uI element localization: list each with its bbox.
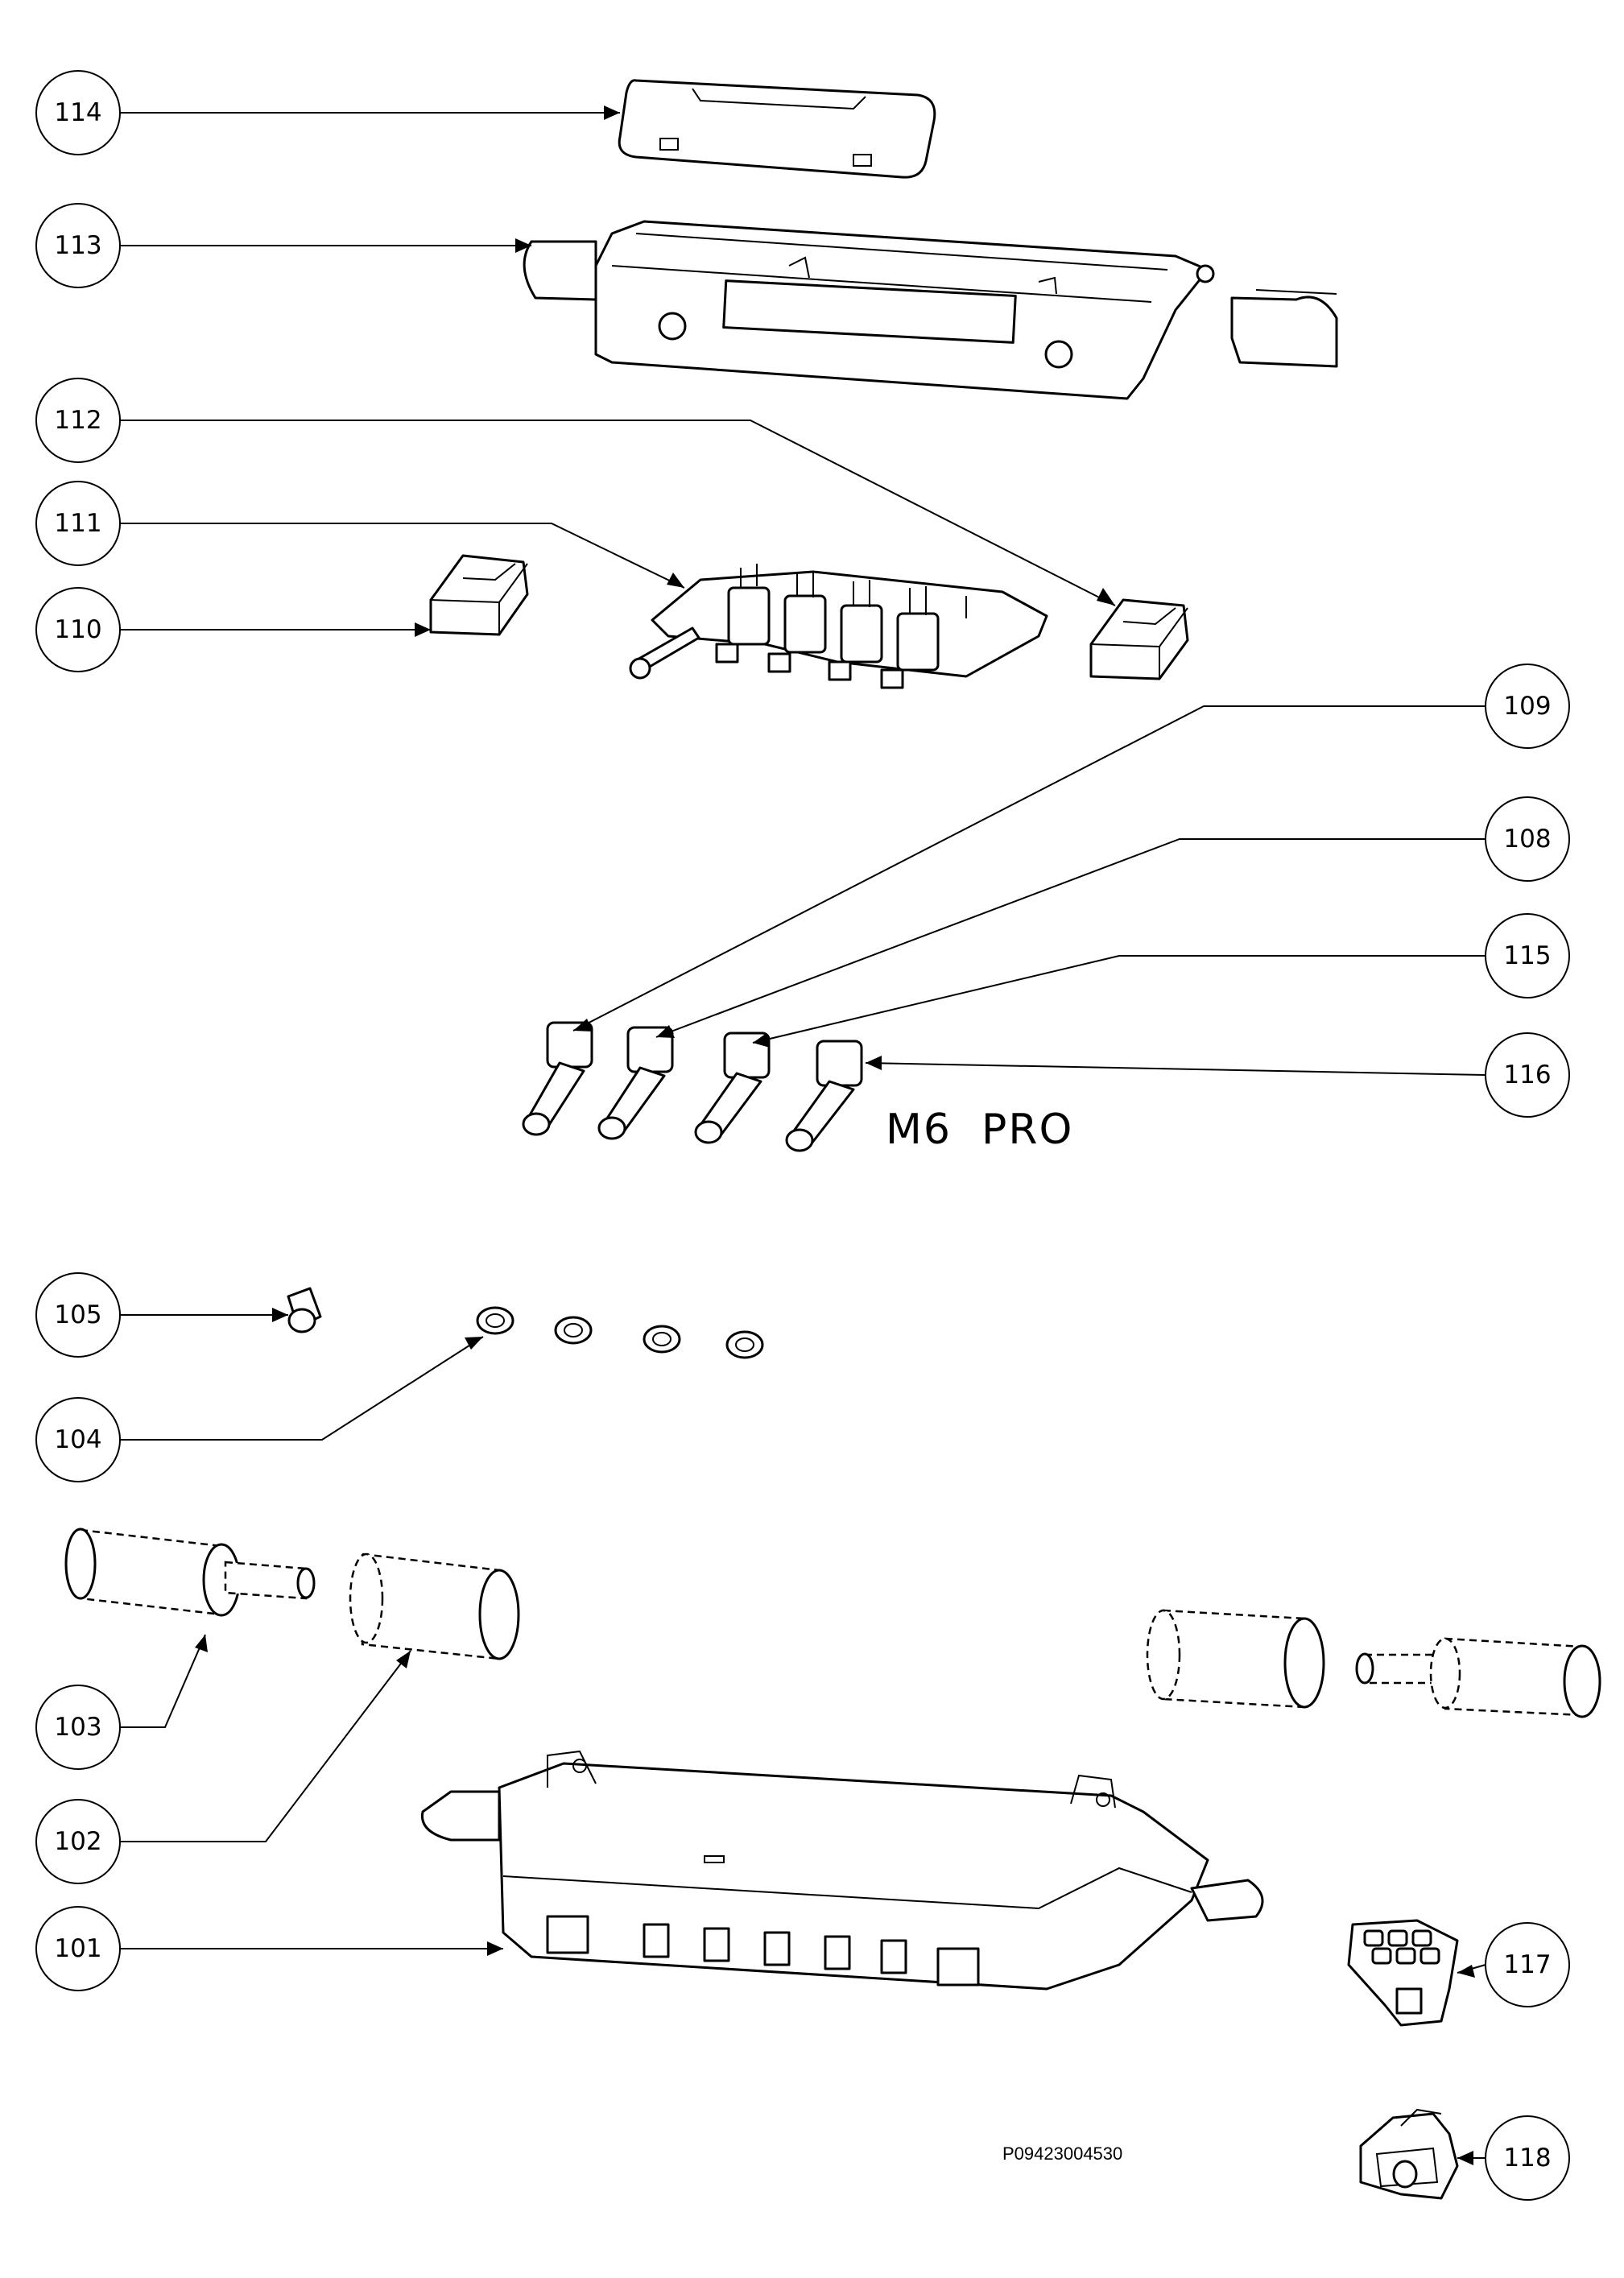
callout-116-label: 116 <box>1503 1060 1551 1089</box>
callout-112-label: 112 <box>54 406 101 435</box>
callout-111-label: 111 <box>54 509 101 538</box>
callout-115: 115 <box>1485 913 1570 998</box>
model-label: M6 PRO <box>886 1106 1073 1154</box>
part-110-left-block <box>429 554 529 636</box>
callout-112: 112 <box>35 378 121 463</box>
part-111-pcb-switches <box>629 564 1048 689</box>
callout-108-label: 108 <box>1503 825 1551 854</box>
part-118-connector <box>1359 2108 1459 2200</box>
callout-102-label: 102 <box>54 1827 101 1856</box>
callout-103: 103 <box>35 1685 121 1770</box>
callout-105: 105 <box>35 1272 121 1358</box>
callout-103-label: 103 <box>54 1713 101 1742</box>
leader-lines <box>120 112 1486 2159</box>
part-103-left-cylinder <box>64 1528 316 1617</box>
part-113-upper-housing <box>523 220 1338 400</box>
callout-117: 117 <box>1485 1922 1570 2007</box>
part-117-connector <box>1347 1919 1459 2027</box>
part-114-cover <box>618 79 936 179</box>
callout-110-label: 110 <box>54 615 101 644</box>
callout-114-label: 114 <box>54 98 101 127</box>
callout-102: 102 <box>35 1799 121 1884</box>
part-102-left-cap <box>349 1552 520 1660</box>
callout-115-label: 115 <box>1503 941 1551 970</box>
callout-118: 118 <box>1485 2115 1570 2201</box>
drawing-number: P09423004530 <box>1002 2144 1122 2164</box>
knob-115 <box>694 1032 771 1144</box>
callout-111: 111 <box>35 481 121 566</box>
callout-118-label: 118 <box>1503 2144 1551 2173</box>
part-right-cap-cylinder <box>1146 1609 1601 1718</box>
callout-108: 108 <box>1485 796 1570 882</box>
part-101-lower-housing <box>420 1750 1264 1991</box>
callout-113-label: 113 <box>54 231 101 260</box>
callout-114: 114 <box>35 70 121 155</box>
callout-105-label: 105 <box>54 1300 101 1329</box>
knob-116 <box>785 1040 863 1152</box>
callout-104-label: 104 <box>54 1425 101 1454</box>
callout-116: 116 <box>1485 1032 1570 1118</box>
part-105-screw <box>287 1287 322 1333</box>
arrowheads <box>195 105 1475 2165</box>
part-112-right-block <box>1089 598 1189 680</box>
callout-117-label: 117 <box>1503 1950 1551 1979</box>
callout-113: 113 <box>35 203 121 288</box>
callout-110: 110 <box>35 587 121 672</box>
callout-101-label: 101 <box>54 1934 101 1963</box>
knob-109 <box>522 1021 593 1136</box>
callout-101: 101 <box>35 1906 121 1991</box>
knob-108 <box>597 1026 674 1140</box>
callout-104: 104 <box>35 1397 121 1482</box>
callout-109-label: 109 <box>1503 692 1551 721</box>
part-knobs <box>522 1021 863 1152</box>
part-104-washers <box>476 1306 764 1359</box>
callout-109: 109 <box>1485 664 1570 749</box>
